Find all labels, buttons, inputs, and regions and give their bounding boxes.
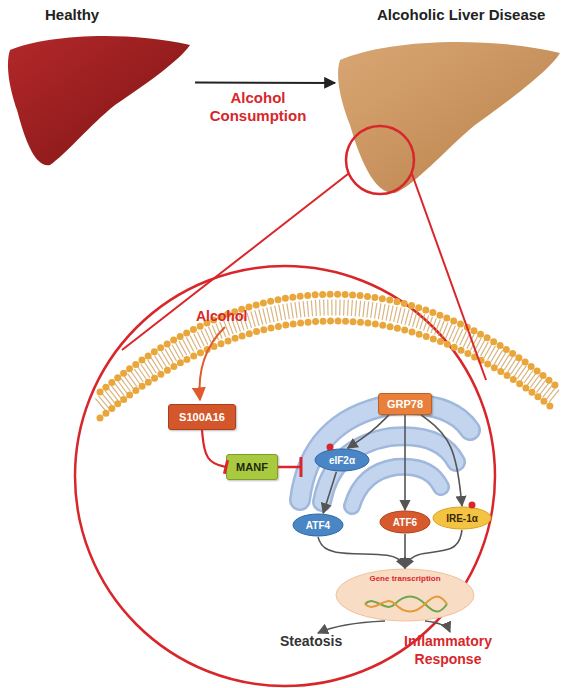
annotation-text: Alcohol	[196, 308, 276, 326]
node-text: GRP78	[387, 398, 423, 410]
node-text: ATF4	[306, 520, 330, 531]
magnify-line	[122, 174, 348, 350]
protein-ellipse: IRE-1α	[432, 506, 492, 530]
node-text: MANF	[236, 461, 268, 473]
connector	[404, 415, 406, 510]
magnify-circle	[346, 126, 414, 194]
protein-ellipse: eIF2α	[314, 448, 370, 472]
diseased-liver: Alcoholic Liver Disease	[335, 5, 565, 195]
nucleus: Gene transcription	[335, 568, 475, 622]
liver-heading: Alcoholic Liver Disease	[377, 7, 545, 24]
node-text: eIF2α	[329, 455, 355, 466]
protein-box: S100A16	[168, 404, 236, 430]
endoplasmic-reticulum	[300, 404, 470, 506]
cell-membrane	[100, 294, 555, 418]
liver-heading: Healthy	[45, 7, 99, 24]
dna-helix	[365, 597, 447, 612]
phosphate-dot	[327, 444, 334, 451]
liver-outline	[335, 35, 565, 195]
phosphate-dot	[469, 502, 476, 509]
node-text: Gene transcription	[369, 575, 440, 584]
node-text: ATF6	[393, 517, 417, 528]
connector	[421, 415, 462, 506]
output-arrow	[425, 621, 450, 632]
connector	[195, 82, 335, 84]
alcohol-arrow	[200, 327, 225, 400]
liver-outline	[5, 30, 195, 170]
protein-ellipse: ATF4	[292, 513, 344, 537]
connector	[318, 537, 405, 568]
protein-ellipse: ATF6	[379, 510, 431, 534]
protein-box: GRP78	[378, 393, 432, 415]
output-arrow	[318, 621, 385, 633]
connector	[323, 472, 336, 513]
connector	[348, 415, 389, 448]
inhibition-bar	[278, 457, 301, 477]
connector	[202, 430, 226, 467]
node-text: S100A16	[179, 411, 225, 423]
annotation-text: Steatosis	[280, 633, 360, 651]
node-text: IRE-1α	[446, 513, 478, 524]
protein-box: MANF	[226, 454, 278, 480]
connector	[405, 530, 462, 568]
magnify-line	[412, 174, 486, 380]
annotation-text: Inflammatory Response	[392, 633, 504, 668]
healthy-liver: Healthy	[5, 5, 195, 170]
edge-label: Alcohol Consumption	[203, 89, 313, 127]
connector	[404, 534, 406, 568]
